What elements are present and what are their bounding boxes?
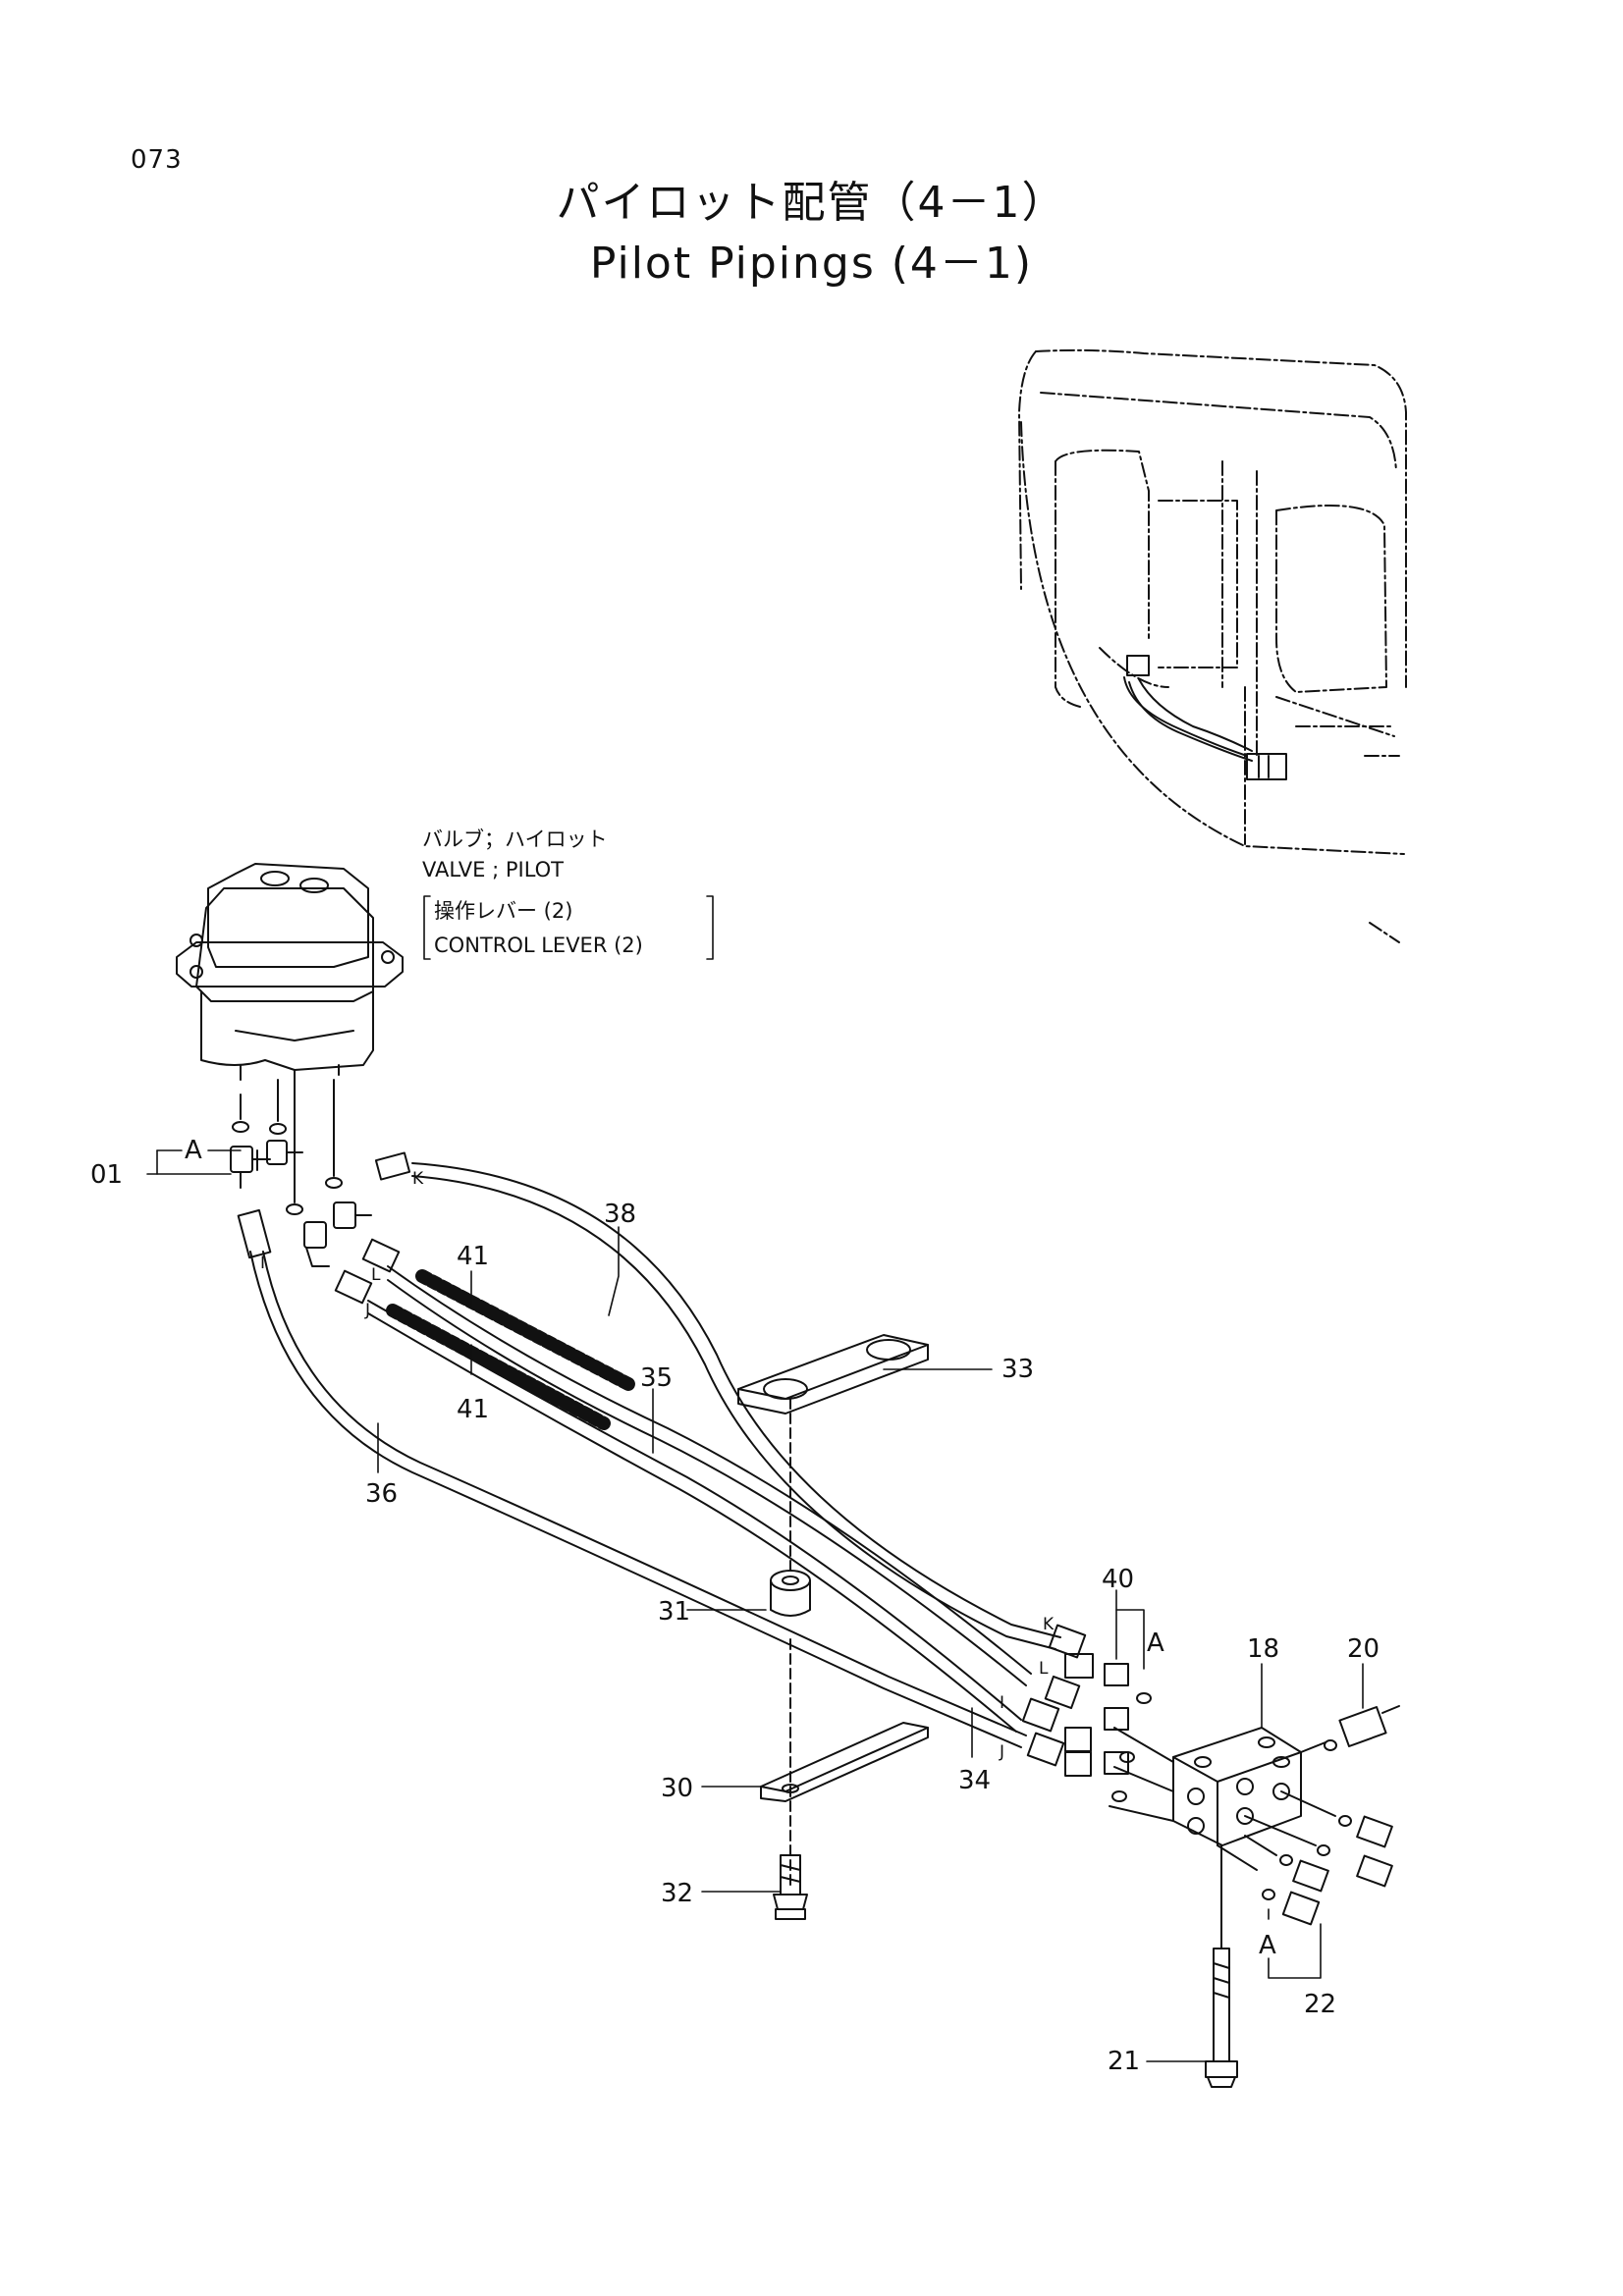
callout-01: 01 xyxy=(90,1160,123,1190)
callout-31: 31 xyxy=(658,1597,690,1627)
spring-guard-41-lower xyxy=(386,1304,611,1430)
callout-41-upper: 41 xyxy=(457,1242,489,1271)
hose-36 xyxy=(249,1251,1027,1748)
note-lever-jp: 操作レバー (2) xyxy=(434,899,572,923)
spring-guard-41-upper xyxy=(415,1269,635,1391)
port-I-block: I xyxy=(1000,1693,1004,1713)
callout-30: 30 xyxy=(661,1774,693,1803)
port-letters: K L J I K L I J xyxy=(260,1169,1055,1762)
bolt-32 xyxy=(773,1854,808,1920)
callout-20: 20 xyxy=(1347,1634,1380,1664)
block-side-fittings xyxy=(1021,1624,1152,1802)
callout-18: 18 xyxy=(1247,1634,1279,1664)
port-J-valve: J xyxy=(364,1301,370,1320)
title-japanese: パイロット配管（4－1） xyxy=(556,178,1067,228)
pilot-valve xyxy=(176,863,404,1086)
callout-36: 36 xyxy=(365,1479,398,1509)
title-english: Pilot Pipings (4－1) xyxy=(589,239,1034,289)
callout-numbers: 01 A 38 41 41 35 36 33 40 A 18 20 31 30 … xyxy=(90,1136,1380,2076)
leader-lines xyxy=(146,1149,1364,2062)
callout-32: 32 xyxy=(661,1879,693,1908)
hose-38 xyxy=(411,1162,1061,1650)
callout-38: 38 xyxy=(604,1200,636,1229)
port-K-block: K xyxy=(1043,1615,1055,1634)
port-I-valve: I xyxy=(260,1254,265,1273)
callout-21: 21 xyxy=(1108,2047,1140,2076)
note-brackets xyxy=(423,895,714,960)
hose-34 xyxy=(367,1300,1022,1733)
valve-description: バルブ；ハイロット VALVE ; PILOT 操作レバー (2) CONTRO… xyxy=(422,828,643,957)
callout-34: 34 xyxy=(958,1766,991,1795)
note-valve-en: VALVE ; PILOT xyxy=(422,858,564,881)
port-L-block: L xyxy=(1039,1659,1049,1679)
clamp-plate-33 xyxy=(737,1334,929,1415)
hose-35 xyxy=(387,1265,1032,1686)
valve-fittings xyxy=(230,1074,372,1267)
cab-wiring-harness xyxy=(1123,655,1287,780)
callout-35: 35 xyxy=(640,1363,673,1393)
callout-A-plug: A xyxy=(1259,1931,1276,1960)
callout-22: 22 xyxy=(1304,1990,1336,2019)
page-number: 073 xyxy=(131,145,183,175)
callout-A-block: A xyxy=(1147,1629,1164,1658)
callout-A-valve: A xyxy=(185,1136,202,1165)
bolt-21 xyxy=(1205,1844,1238,2088)
callout-33: 33 xyxy=(1001,1355,1034,1384)
callout-41-lower: 41 xyxy=(457,1395,489,1424)
note-lever-en: CONTROL LEVER (2) xyxy=(434,934,643,957)
port-L-valve: L xyxy=(371,1265,381,1285)
right-side-plugs xyxy=(1217,1790,1393,1926)
note-valve-jp: バルブ；ハイロット xyxy=(422,828,608,851)
pressure-switch-20 xyxy=(1300,1705,1400,1753)
port-J-block: J xyxy=(999,1742,1004,1762)
port-K-valve: K xyxy=(412,1169,424,1189)
plate-30 xyxy=(760,1722,929,1802)
hose-end-fittings xyxy=(237,1151,411,1305)
spacer-31 xyxy=(770,1570,811,1617)
callout-40: 40 xyxy=(1102,1565,1134,1594)
cab-illustration xyxy=(1018,348,1407,943)
